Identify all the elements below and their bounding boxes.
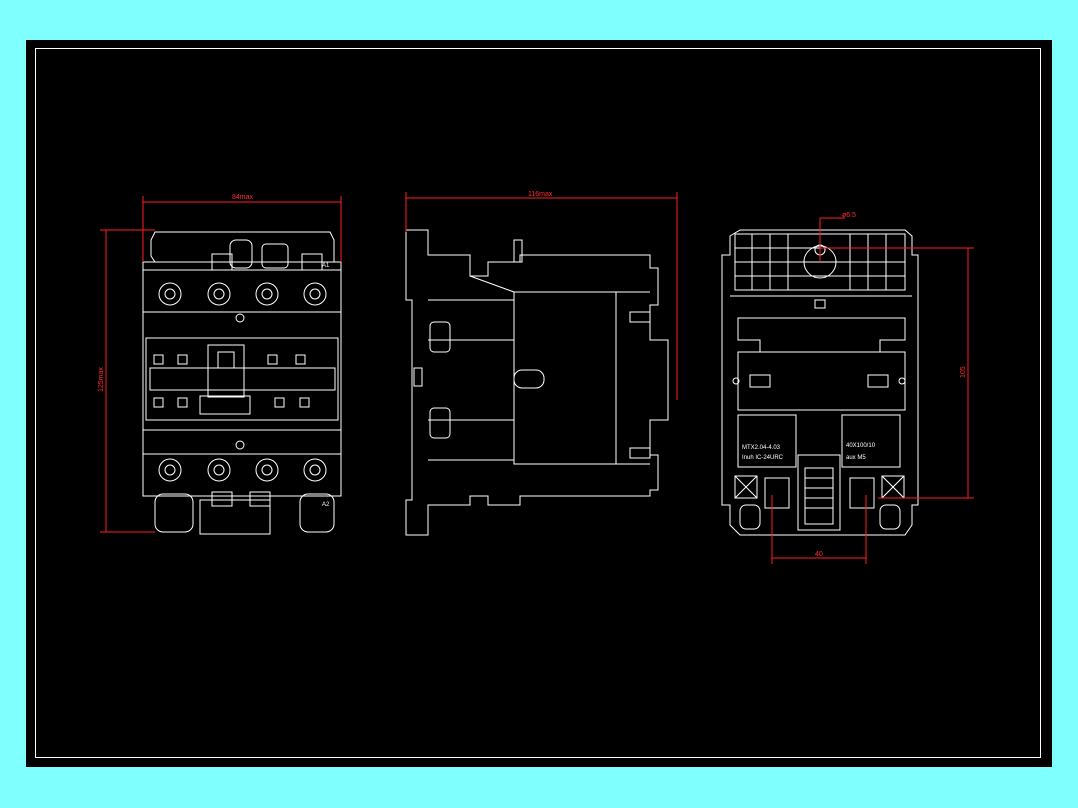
drawing-sheet bbox=[26, 40, 1052, 767]
rear-label-left-2: Inuh IC-24URC bbox=[742, 455, 784, 461]
side-depth-dim: 116max bbox=[528, 191, 553, 198]
rear-width-dim: 40 bbox=[815, 551, 823, 558]
front-height-dim: 125max bbox=[98, 367, 105, 392]
rear-label-right-1: 40X100/10 bbox=[846, 443, 876, 449]
rear-label-right-2: aux M5 bbox=[846, 455, 866, 461]
rear-label-left-1: MTX2.04-4.03 bbox=[742, 445, 781, 451]
drawing-frame bbox=[35, 48, 1041, 758]
rear-hole-dim: ø6.5 bbox=[842, 212, 856, 219]
terminal-a1-label: A1 bbox=[322, 263, 330, 269]
rear-view: MTX2.04-4.03 Inuh IC-24URC 40X100/10 aux… bbox=[721, 212, 974, 564]
top-terminals bbox=[158, 282, 327, 306]
rear-height-dim: 105 bbox=[960, 366, 967, 378]
side-view: 116max bbox=[405, 191, 678, 536]
front-view: A1 bbox=[98, 194, 342, 535]
terminal-a2-label: A2 bbox=[322, 502, 330, 508]
bottom-terminals bbox=[158, 458, 327, 482]
front-width-dim: 84max bbox=[232, 194, 254, 201]
